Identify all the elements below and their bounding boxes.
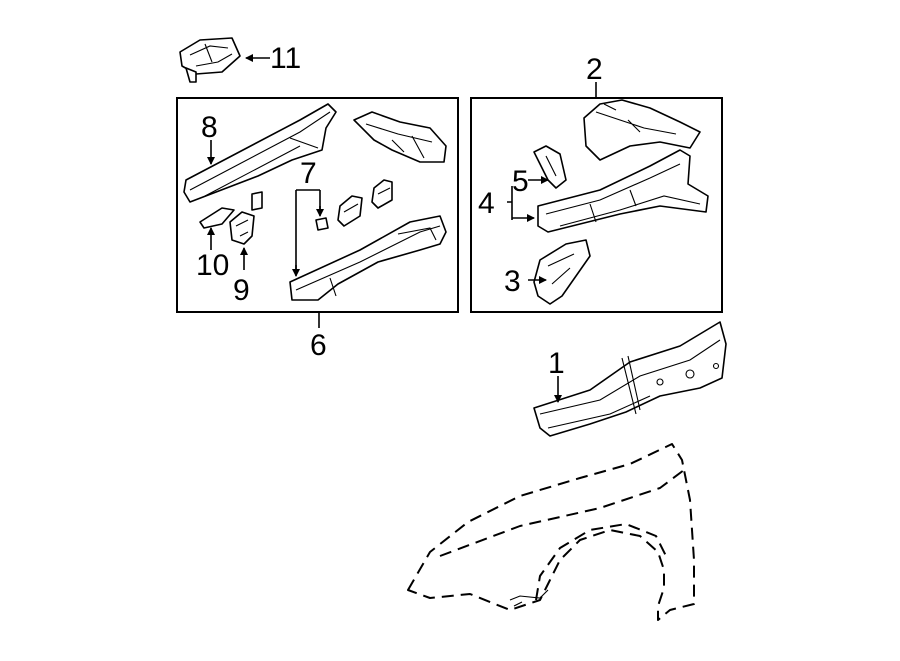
part-10-grommet bbox=[199, 207, 235, 229]
callout-7: 7 bbox=[300, 157, 317, 190]
part-small-clips bbox=[251, 179, 393, 231]
part-4-rail bbox=[537, 149, 709, 233]
part-8-rail bbox=[183, 103, 337, 203]
part-11-bracket bbox=[179, 37, 241, 83]
part-2-panel bbox=[583, 99, 701, 161]
callout-3: 3 bbox=[504, 265, 521, 298]
callout-11: 11 bbox=[270, 42, 301, 75]
callout-5: 5 bbox=[512, 165, 529, 198]
group-box-left bbox=[176, 97, 459, 313]
callout-9: 9 bbox=[233, 274, 250, 307]
part-6-rail bbox=[289, 215, 447, 301]
leader-4-bracket bbox=[507, 186, 513, 220]
part-1-rail bbox=[533, 321, 727, 437]
fender-outline bbox=[407, 443, 695, 621]
part-5-bracket bbox=[533, 145, 567, 189]
callout-1: 1 bbox=[548, 347, 565, 380]
callout-4: 4 bbox=[478, 187, 495, 220]
part-3-bracket bbox=[533, 239, 591, 305]
callout-6: 6 bbox=[310, 329, 327, 362]
part-upper-bracket bbox=[353, 111, 447, 163]
callout-2: 2 bbox=[586, 53, 603, 86]
leader-7-bracket bbox=[295, 189, 321, 275]
part-9-clip bbox=[229, 211, 255, 245]
callout-8: 8 bbox=[201, 111, 218, 144]
callout-10: 10 bbox=[196, 249, 229, 282]
